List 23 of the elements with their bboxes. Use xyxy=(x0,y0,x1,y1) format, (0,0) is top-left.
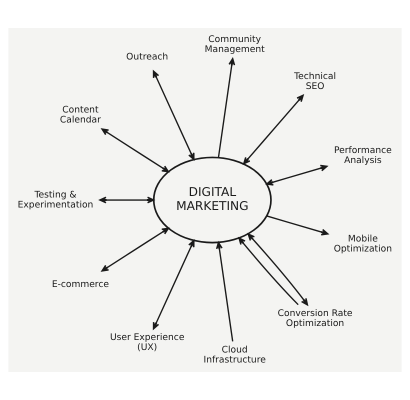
node-text: Content Calendar xyxy=(60,106,101,126)
arrow xyxy=(266,215,329,236)
arrow xyxy=(152,70,195,160)
node-text: Testing & Experimentation xyxy=(18,190,94,210)
node-text: Outreach xyxy=(126,52,168,63)
arrow xyxy=(218,58,236,158)
arrow xyxy=(248,233,308,306)
arrow xyxy=(216,242,234,342)
node-text: E-commerce xyxy=(52,280,109,290)
node-text: Cloud Infrastructure xyxy=(204,346,266,366)
node-text: Technical SEO xyxy=(294,72,336,92)
node-text: Conversion Rate Optimization xyxy=(278,308,353,329)
arrow xyxy=(152,240,195,330)
node-text: Performance Analysis xyxy=(334,146,392,166)
arrow xyxy=(243,94,304,164)
node-text: User Experience (UX) xyxy=(110,333,184,353)
arrow xyxy=(99,196,154,204)
arrow xyxy=(101,128,170,172)
arrow xyxy=(238,237,299,306)
node-text: Community Management xyxy=(204,35,265,56)
arrow xyxy=(101,228,170,272)
arrow xyxy=(266,164,328,186)
node-text: Mobile Optimization xyxy=(334,234,392,254)
